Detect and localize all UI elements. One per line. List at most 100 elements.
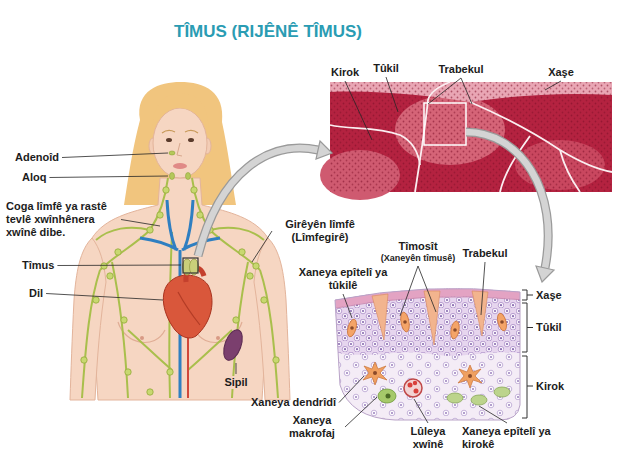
lymph-nodes: [253, 263, 259, 269]
lobule-section: [494, 387, 510, 397]
woman-figure: [89, 178, 271, 400]
layer-label: Xaşe: [536, 289, 562, 302]
woman-figure: [254, 238, 290, 400]
cell-label: Trabekul: [462, 247, 507, 260]
histology-photo: [330, 82, 612, 192]
lymph-nodes: [125, 369, 131, 375]
woman-figure: [216, 336, 220, 340]
cell-label: Lûleya xwînê: [403, 425, 453, 451]
leader-line: [386, 77, 398, 112]
organ-label: Tîmus: [22, 259, 54, 272]
leader-line: [461, 78, 472, 104]
woman-figure: [153, 108, 207, 178]
lobule-section: [447, 387, 510, 405]
lymph-system: [100, 178, 168, 270]
lymph-nodes: [101, 263, 107, 269]
lobule-section: [447, 393, 463, 403]
lymph-system: [82, 178, 278, 398]
woman-figure: [170, 173, 175, 180]
diagram-title: TÎMUS (RIJÊNÊ TÎMUS): [174, 22, 362, 42]
leader-line: [400, 266, 418, 316]
zoom-arrows: [316, 141, 332, 159]
leader-line: [479, 406, 507, 423]
leader-line: [235, 363, 236, 374]
woman-figure: [166, 138, 172, 142]
lobule-section: [350, 320, 504, 332]
lymph-nodes: [247, 273, 253, 279]
lobule-section: [471, 395, 487, 405]
thymus-organ: [183, 258, 199, 275]
lymph-nodes: [115, 249, 121, 255]
lymph-nodes: [191, 187, 197, 193]
woman-figure: [140, 336, 144, 340]
woman-figure: [177, 143, 182, 156]
cell-label: Xaneya makrofaj: [282, 414, 342, 440]
leader-line: [343, 294, 352, 318]
lymph-nodes: [261, 297, 267, 303]
lymph-nodes: [233, 317, 239, 323]
woman-figure: [162, 131, 198, 133]
micrograph-label: Tûkil: [373, 62, 399, 75]
lobule-section: [453, 328, 457, 332]
leader-line: [545, 81, 561, 90]
woman-figure: [169, 151, 175, 155]
lobule-section: [404, 379, 422, 397]
layer-brackets: [522, 290, 533, 300]
lobule-section: [350, 326, 354, 330]
lymph-nodes: [107, 273, 113, 279]
histology-photo: [330, 125, 420, 165]
leader-line: [339, 376, 364, 403]
lymph-nodes: [147, 389, 153, 395]
lymph-nodes: [163, 187, 169, 193]
heart: [163, 275, 212, 338]
micrograph-label: Kirok: [331, 66, 359, 79]
layer-brackets: [522, 303, 533, 352]
lymph-nodes: [239, 249, 245, 255]
leader-line: [252, 231, 272, 262]
organ-label: Sipil: [222, 376, 249, 389]
leader-line: [46, 294, 163, 301]
lobule-section: [413, 381, 417, 385]
leader-line: [414, 399, 428, 423]
lymph-system: [82, 270, 100, 398]
woman-figure: [153, 93, 208, 132]
lobule-section: [414, 389, 419, 394]
lobule-section: [386, 394, 391, 399]
lobule-section: [330, 280, 525, 425]
leader-line: [418, 266, 436, 312]
organ-label: Girêyên lîmfê (Lîmfegirê): [275, 218, 365, 244]
lobule-section: [363, 362, 482, 388]
organ-label: Coga lîmfê ya rastê tevlê xwînhênera xwî…: [6, 200, 118, 239]
organ-label: Adenoîd: [15, 151, 59, 164]
lobule-section: [373, 371, 377, 375]
leader-line: [428, 78, 461, 104]
lobule-section: [403, 320, 407, 324]
lobule-section: [424, 291, 440, 345]
lymph-nodes: [167, 369, 173, 375]
lobule-section: [496, 312, 508, 331]
leader-line: [345, 81, 372, 140]
histology-photo: [320, 82, 612, 200]
woman-figure: [188, 138, 194, 142]
heart: [163, 267, 212, 338]
leader-line: [49, 176, 168, 178]
micrograph-label: Xaşe: [548, 66, 574, 79]
heart: [178, 292, 200, 325]
lobule-section: [372, 291, 488, 345]
spleen: [220, 327, 246, 363]
lobule-section: [449, 320, 460, 339]
lymph-nodes: [147, 227, 153, 233]
histology-photo: [330, 82, 612, 192]
lymph-nodes: [197, 212, 203, 218]
lymph-nodes: [273, 357, 279, 363]
leader-line: [57, 265, 181, 267]
cell-label: Tîmosît: [398, 240, 437, 253]
lobule-outline: [335, 288, 520, 420]
organ-label: Dil: [29, 287, 43, 300]
layer-label: Kirok: [536, 380, 564, 393]
thymus-organ: [183, 258, 198, 273]
lobule-section: [399, 311, 410, 332]
histology-photo: [560, 150, 580, 192]
lymph-nodes: [121, 317, 127, 323]
